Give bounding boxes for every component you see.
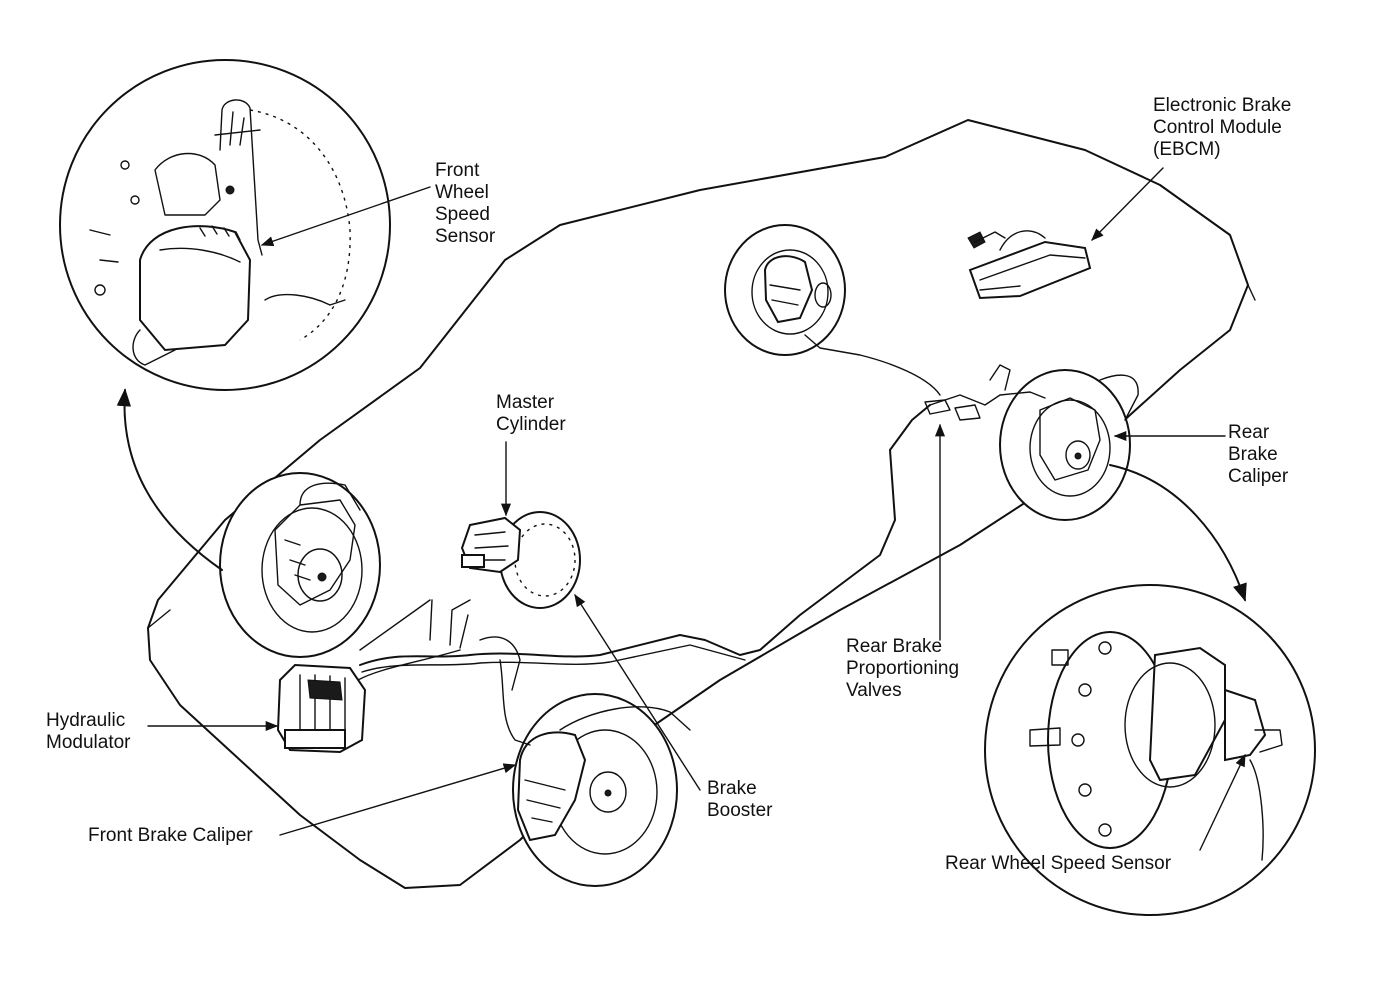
master-cylinder-booster bbox=[460, 511, 581, 609]
label-rear-brake-caliper: Rear Brake Caliper bbox=[1228, 422, 1288, 488]
label-line: Front bbox=[435, 160, 480, 181]
front-inset-arc bbox=[116, 388, 223, 571]
label-line: Speed bbox=[435, 204, 490, 225]
label-ebcm: Electronic Brake Control Module (EBCM) bbox=[1153, 95, 1291, 161]
label-master-cylinder: Master Cylinder bbox=[496, 392, 566, 436]
label-line: Cylinder bbox=[496, 414, 566, 435]
label-front-wheel-speed-sensor: Front Wheel Speed Sensor bbox=[435, 160, 495, 248]
label-line: Rear bbox=[1228, 422, 1270, 443]
label-line: Wheel bbox=[435, 182, 489, 203]
label-line: Master bbox=[496, 392, 555, 413]
label-rear-wheel-speed-sensor: Rear Wheel Speed Sensor bbox=[945, 853, 1172, 874]
label-line: Sensor bbox=[435, 226, 496, 247]
brake-lines bbox=[357, 334, 1046, 746]
label-line: Hydraulic bbox=[46, 710, 126, 731]
leader-lines bbox=[147, 167, 1246, 851]
label-line: Brake bbox=[707, 778, 757, 799]
vehicle-body-outline bbox=[147, 119, 1249, 889]
label-line: Rear Brake bbox=[846, 636, 943, 657]
label-front-brake-caliper: Front Brake Caliper bbox=[88, 825, 253, 846]
label-line: Modulator bbox=[46, 732, 131, 753]
label-hydraulic-modulator: Hydraulic Modulator bbox=[46, 710, 131, 754]
rear-left-wheel bbox=[724, 224, 846, 356]
rear-sensor-inset bbox=[984, 584, 1316, 916]
label-line: Control Module bbox=[1153, 117, 1282, 138]
front-right-wheel bbox=[512, 693, 691, 887]
front-sensor-inset bbox=[59, 59, 391, 391]
label-line: Proportioning bbox=[846, 658, 960, 679]
hydraulic-modulator bbox=[276, 663, 367, 754]
rear-right-wheel bbox=[999, 369, 1139, 521]
label-brake-booster: Brake Booster bbox=[707, 778, 772, 822]
ebcm-module bbox=[967, 230, 1092, 300]
label-line: Electronic Brake bbox=[1153, 95, 1292, 116]
label-line: Booster bbox=[707, 800, 773, 821]
label-rear-brake-proportioning-valves: Rear Brake Proportioning Valves bbox=[846, 636, 959, 702]
front-left-wheel bbox=[219, 472, 381, 658]
rear-inset-arc bbox=[1109, 464, 1247, 602]
label-line: Brake bbox=[1228, 444, 1278, 465]
label-line: Caliper bbox=[1228, 466, 1289, 487]
label-line: Valves bbox=[846, 680, 902, 701]
label-line: (EBCM) bbox=[1153, 139, 1221, 160]
